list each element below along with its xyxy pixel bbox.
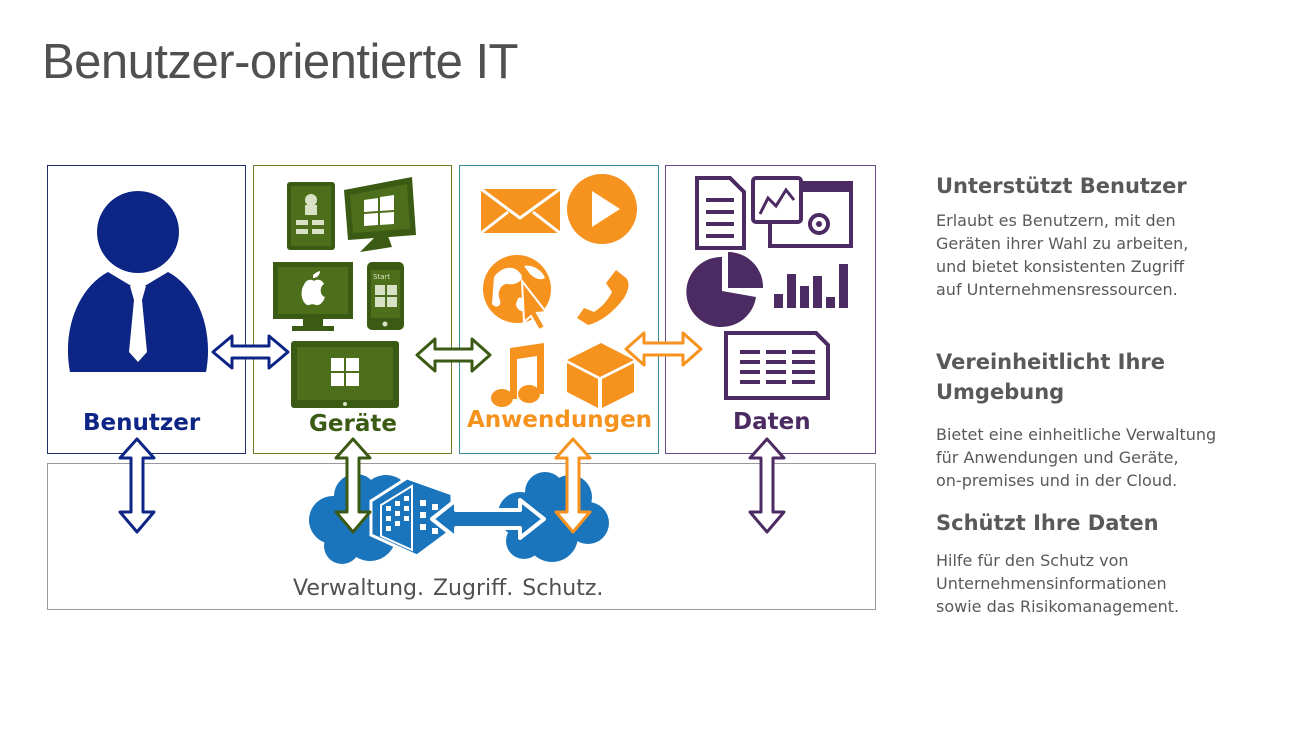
- users-devices-arrow: [211, 334, 290, 370]
- mail-icon: [480, 187, 561, 235]
- management-label: Verwaltung. Zugriff. Schutz.: [293, 576, 604, 601]
- building-icon: [369, 476, 454, 558]
- table-document-icon: [724, 331, 830, 400]
- devices-label: Geräte: [309, 411, 397, 437]
- sidebar-section-data: Schützt Ihre Daten Hilfe für den Schutz …: [936, 508, 1266, 618]
- apps-management-arrow: [554, 437, 592, 534]
- sidebar-section-users: Unterstützt Benutzer Erlaubt es Benutzer…: [936, 171, 1266, 301]
- sidebar-line: für Anwendungen und Geräte,: [936, 448, 1179, 467]
- windows-tablet-icon: [291, 341, 399, 408]
- music-icon: [491, 343, 544, 407]
- sidebar-description: Erlaubt es Benutzern, mit den Geräten ih…: [936, 209, 1266, 301]
- data-label: Daten: [733, 409, 811, 435]
- document-icon: [695, 176, 746, 250]
- sidebar-heading: Schützt Ihre Daten: [936, 511, 1159, 535]
- bar-chart-icon: [774, 264, 848, 308]
- apple-monitor-icon: [273, 262, 353, 331]
- phone-icon: [577, 270, 629, 325]
- page-title: Benutzer-orientierte IT: [42, 35, 519, 89]
- sidebar-heading-line: Umgebung: [936, 380, 1065, 404]
- sidebar-line: auf Unternehmensressourcen.: [936, 280, 1178, 299]
- devices-apps-arrow: [415, 337, 492, 373]
- sidebar-line: Hilfe für den Schutz von: [936, 551, 1129, 570]
- sidebar-heading: Unterstützt Benutzer: [936, 174, 1187, 198]
- windows-phone-icon: Start: [367, 262, 404, 330]
- sidebar-line: on-premises und in der Cloud.: [936, 471, 1178, 490]
- sidebar-description: Bietet eine einheitliche Verwaltung für …: [936, 423, 1266, 492]
- chart-window-icon: [751, 176, 853, 248]
- management-panel: [47, 463, 876, 610]
- android-tablet-icon: [287, 182, 335, 250]
- sidebar-heading-line: Vereinheitlicht Ihre: [936, 350, 1166, 374]
- sidebar-description: Hilfe für den Schutz von Unternehmensinf…: [936, 549, 1266, 618]
- phone-start-text: Start: [373, 273, 390, 281]
- windows-monitor-icon: [344, 177, 416, 252]
- sidebar-line: sowie das Risikomanagement.: [936, 597, 1180, 616]
- sidebar-line: Unternehmensinformationen: [936, 574, 1167, 593]
- globe-icon: [483, 255, 551, 332]
- sidebar-section-environment: Vereinheitlicht Ihre Umgebung Bietet ein…: [936, 347, 1266, 492]
- cloud-connector-arrow: [430, 498, 546, 540]
- user-icon: [67, 191, 209, 372]
- pie-chart-icon: [686, 252, 764, 327]
- apps-data-arrow: [624, 331, 703, 367]
- apps-label: Anwendungen: [467, 407, 653, 433]
- play-icon: [567, 174, 637, 244]
- sidebar-heading: Vereinheitlicht Ihre Umgebung: [936, 347, 1266, 407]
- sidebar-line: Erlaubt es Benutzern, mit den: [936, 211, 1176, 230]
- users-label: Benutzer: [83, 410, 201, 436]
- users-management-arrow: [118, 437, 156, 534]
- data-management-arrow: [748, 437, 786, 534]
- sidebar-line: Geräten ihrer Wahl zu arbeiten,: [936, 234, 1189, 253]
- sidebar-line: und bietet konsistenten Zugriff: [936, 257, 1185, 276]
- devices-management-arrow: [334, 437, 372, 534]
- sidebar-line: Bietet eine einheitliche Verwaltung: [936, 425, 1217, 444]
- package-icon: [567, 343, 634, 408]
